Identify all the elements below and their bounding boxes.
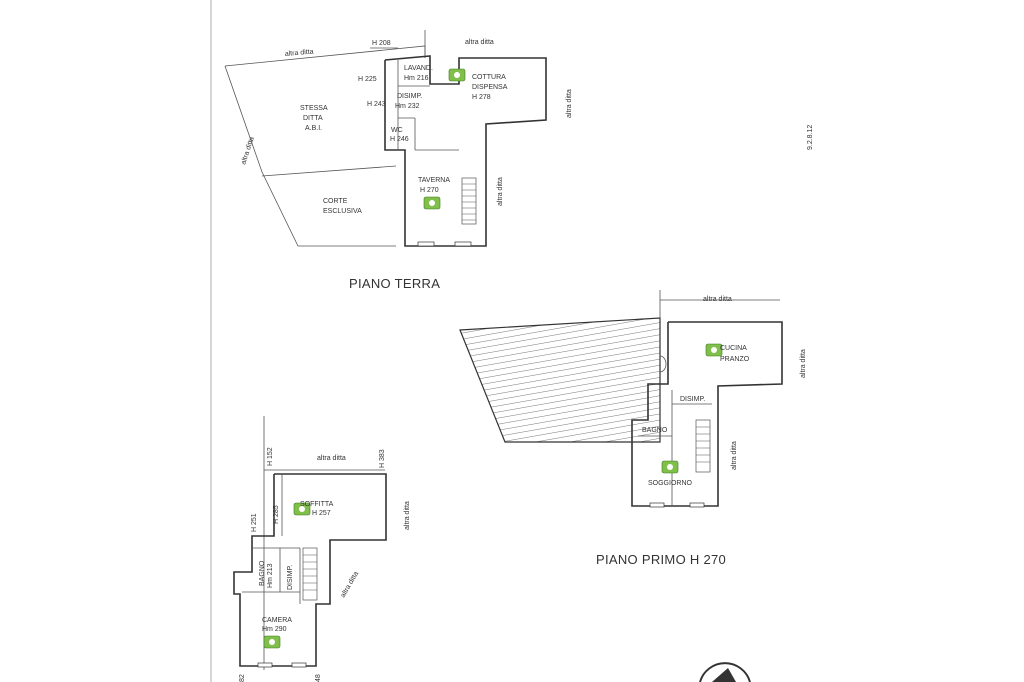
h383-label: H 383 xyxy=(379,449,386,468)
cucina-label: CUCINA xyxy=(720,345,747,352)
lavand-height-label: Hm 216 xyxy=(404,75,429,82)
first-floor-title: PIANO PRIMO H 270 xyxy=(596,552,726,567)
ditta-label: DITTA xyxy=(303,115,323,122)
bagno-label: BAGNO xyxy=(642,427,668,434)
door-arc xyxy=(659,355,667,373)
altra-ditta-label: altra ditta xyxy=(731,441,738,470)
ground-floor-title: PIANO TERRA xyxy=(349,276,440,291)
cottura-height-label: H 278 xyxy=(472,94,491,101)
window xyxy=(454,241,472,247)
altra-ditta-label: altra ditta xyxy=(465,39,494,46)
window xyxy=(291,662,307,668)
taverna-height-label: H 270 xyxy=(420,187,439,194)
dimension-label: 82 xyxy=(239,674,246,682)
wc-height-label: H 246 xyxy=(390,136,409,143)
wc-label: WC xyxy=(391,127,403,134)
disimp-label: DISIMP. xyxy=(680,396,705,403)
abi-label: A.B.I. xyxy=(305,125,322,132)
camera-icon xyxy=(263,635,281,649)
boundary-top-line xyxy=(224,45,426,67)
altra-ditta-label: altra ditta xyxy=(340,570,361,599)
h251-label: H 251 xyxy=(251,513,258,532)
window xyxy=(649,502,665,508)
dimension-label: 48 xyxy=(315,674,322,682)
altra-ditta-label: altra ditta xyxy=(317,455,346,462)
cottura-label: COTTURA xyxy=(472,74,506,81)
lavand-label: LAVAND. xyxy=(404,65,433,72)
corte-divider-line xyxy=(261,165,397,177)
disimp-label: DISIMP. xyxy=(287,565,294,590)
disimp-height-label: Hm 232 xyxy=(395,103,420,110)
pranzo-label: PRANZO xyxy=(720,356,750,363)
first-walls xyxy=(631,321,783,507)
first-floor-plan: altra ditta altra ditta altra ditta CUCI… xyxy=(459,290,807,567)
soffitta-label: SOFFITTA xyxy=(300,501,334,508)
window xyxy=(257,662,273,668)
soggiorno-label: SOGGIORNO xyxy=(648,480,693,487)
camera-icon xyxy=(448,68,466,82)
ground-stairs xyxy=(461,177,477,225)
camera-icon xyxy=(423,196,441,210)
altra-ditta-label: altra ditta xyxy=(566,89,573,118)
camera-label: CAMERA xyxy=(262,617,292,624)
altra-ditta-label: altra ditta xyxy=(800,349,807,378)
attic-stairs xyxy=(302,547,318,601)
h225-label: H 225 xyxy=(358,76,377,83)
compass-needle-icon xyxy=(712,668,736,682)
compass-icon xyxy=(699,662,751,682)
camera-icon xyxy=(293,502,311,516)
h152-label: H 152 xyxy=(267,447,274,466)
bagno-height-label: Hm 213 xyxy=(267,563,274,588)
stessa-label: STESSA xyxy=(300,105,328,112)
altra-ditta-label: altra ditta xyxy=(497,177,504,206)
h208-label: H 208 xyxy=(372,40,391,47)
h243-label: H 243 xyxy=(367,101,386,108)
window xyxy=(689,502,705,508)
camera-icon xyxy=(661,460,679,474)
bagno-label: BAGNO xyxy=(259,560,266,586)
camera-height-label: Hm 290 xyxy=(262,626,287,633)
window xyxy=(417,241,435,247)
altra-ditta-label: altra ditta xyxy=(404,501,411,530)
hatched-roof-area xyxy=(459,317,661,443)
soffitta-height-label: H 257 xyxy=(312,510,331,517)
corte-label: CORTE xyxy=(323,198,348,205)
camera-icon xyxy=(705,343,723,357)
altra-ditta-label: altra ditta xyxy=(285,49,314,58)
ground-floor-plan: H 208 altra ditta altra ditta altra ditt… xyxy=(224,30,573,291)
disimp-label: DISIMP. xyxy=(397,93,422,100)
ground-walls xyxy=(384,55,547,247)
attic-floor-plan: altra ditta altra ditta altra ditta H 15… xyxy=(233,416,411,682)
margin-note: 9.2.8.12 xyxy=(807,125,814,150)
altra-ditta-label: altra ditta xyxy=(703,296,732,303)
h285-label: H 285 xyxy=(273,505,280,524)
esclusiva-label: ESCLUSIVA xyxy=(323,208,362,215)
altra-ditta-label: altra ditta xyxy=(240,136,256,166)
dispensa-label: DISPENSA xyxy=(472,84,508,91)
taverna-label: TAVERNA xyxy=(418,177,450,184)
first-stairs xyxy=(695,419,711,473)
boundary-left-line xyxy=(224,65,396,247)
